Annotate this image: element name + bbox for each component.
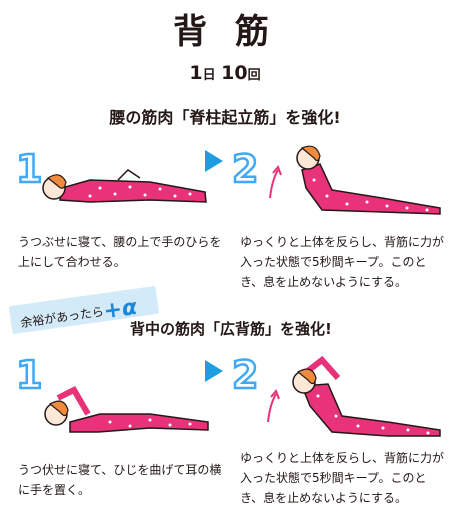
section1-step2-text: ゆっくりと上体を反らし、背筋に力が入った状態で5秒間キープ。このとき、息を止めな… [240,235,445,289]
frequency-label: 1日 10回 [0,62,450,84]
section2-heading: 背中の筋肉「広背筋」を強化! [130,320,332,338]
sets-count: 1 [189,62,203,84]
section1-heading: 腰の筋肉「脊柱起立筋」を強化! [109,108,341,127]
reps-label: 回 [247,68,261,83]
exercise1-step2-illustration [269,145,441,215]
reps-count: 10 [221,62,248,84]
exercise1-step1-illustration [42,169,207,203]
section2-step1-text: うつ伏せに寝て、ひじを曲げて耳の横に手を置く。 [18,463,222,497]
day-label: 日 [202,68,216,83]
up-arrow-icon [270,389,280,400]
section1-step1-text: うつぶせに寝て、腰の上で手のひらを上にして合わせる。 [18,235,222,269]
step2-number: 2 [231,147,260,191]
next-arrow-icon [205,360,223,382]
step1-number: 1 [15,147,44,191]
up-arrow-icon [272,165,282,176]
bonus-text: 余裕があったら [19,304,105,331]
step1-number: 1 [15,353,44,397]
next-arrow-icon [205,150,223,172]
exercise2-step2-illustration [267,355,441,437]
exercise2-step1-illustration [44,386,209,433]
step2-number: 2 [231,353,260,397]
section2-step2-text: ゆっくりと上体を反らし、背筋に力が入った状態で5秒間キープ。このとき、息を止めな… [240,451,445,505]
page-title: 背 筋 [173,12,277,52]
person-figure [42,169,207,203]
